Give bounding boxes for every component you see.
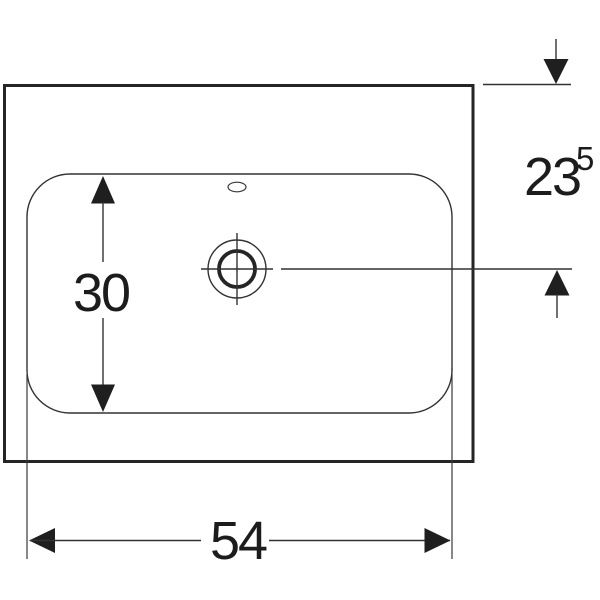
down-arrowhead [543,59,569,84]
dimension-bowl-width: 54 [26,368,453,571]
basin-outer-outline [3,84,475,463]
dimension-bowl-depth: 30 [73,176,131,412]
right-arrowhead [424,528,451,553]
down-arrowhead [91,384,115,412]
up-arrowhead [91,176,115,204]
dimension-drain-offset-superscript: 5 [576,140,594,177]
dimension-bowl-width-label: 54 [210,511,267,571]
overflow-hole [227,181,247,193]
dimension-bowl-depth-label: 30 [73,263,129,323]
up-arrowhead [544,270,570,296]
drain-outlet [201,233,273,305]
dimension-drain-offset-label: 23 [524,147,580,207]
bowl-inner-outline [26,173,453,414]
dimension-drain-offset: 23 5 [483,39,594,318]
